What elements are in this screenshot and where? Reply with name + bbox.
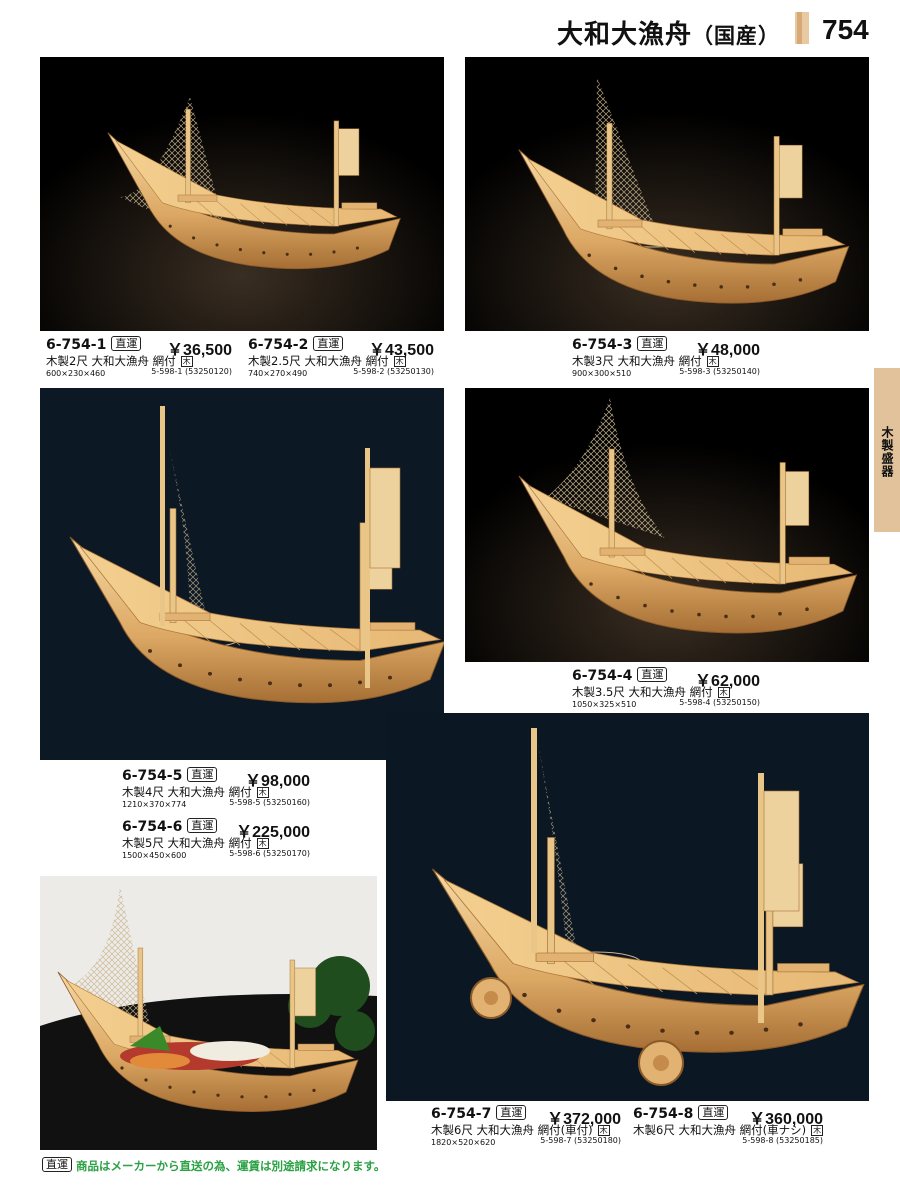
side-tab-label: 木製盛器 (880, 426, 894, 478)
item-code: 6-754-2 (248, 337, 309, 353)
item-ref: 5-598-3 (53250140) (679, 367, 760, 376)
page-number-bar-accent (797, 12, 802, 44)
direct-ship-badge: 直運 (187, 767, 218, 782)
material-badge: 木 (717, 687, 730, 698)
item-ref: 5-598-7 (53250180) (540, 1136, 621, 1145)
page-number: 754 (822, 14, 869, 45)
item-code: 6-754-6 (122, 819, 183, 835)
material-badge: 木 (706, 356, 719, 367)
item-name: 木製4尺 大和大漁舟 網付 (122, 785, 252, 799)
item-dims: 1500×450×600 (122, 851, 187, 860)
item-6-754-3: 6-754-3 直運 ￥48,000 木製3尺 大和大漁舟 網付木 900×300… (572, 336, 762, 380)
item-dims: 900×300×510 (572, 369, 632, 378)
title-subtitle: （国産） (692, 23, 780, 48)
item-price: ￥98,000 (245, 773, 310, 790)
item-price: ￥36,500 (167, 342, 232, 359)
item-6-754-5: 6-754-5 直運 ￥98,000 木製4尺 大和大漁舟 網付木 1210×37… (122, 767, 312, 811)
item-dims: 1820×520×620 (431, 1138, 496, 1147)
material-badge: 木 (393, 356, 406, 367)
item-code: 6-754-8 (633, 1106, 694, 1122)
item-price: ￥372,000 (547, 1111, 621, 1128)
item-dims: 600×230×460 (46, 369, 106, 378)
item-name: 木製6尺 大和大漁舟 網付(車ナシ) (633, 1123, 807, 1137)
item-code: 6-754-3 (572, 337, 633, 353)
item-ref: 5-598-4 (53250150) (679, 698, 760, 707)
item-price: ￥225,000 (236, 824, 310, 841)
item-code: 6-754-5 (122, 768, 183, 784)
material-badge: 木 (811, 1125, 824, 1136)
item-price: ￥48,000 (695, 342, 760, 359)
item-name: 木製3.5尺 大和大漁舟 網付 (572, 685, 713, 699)
direct-ship-badge: 直運 (313, 336, 344, 351)
item-6-754-2: 6-754-2 直運 ￥43,500 木製2.5尺 大和大漁舟 網付木 740×2… (248, 336, 438, 380)
item-name: 木製2尺 大和大漁舟 網付 (46, 354, 176, 368)
item-price: ￥360,000 (749, 1111, 823, 1128)
footer-text: 商品はメーカーから直送の為、運賃は別途請求になります。 (76, 1159, 386, 1173)
direct-ship-badge: 直運 (111, 336, 142, 351)
photo-boat-1 (40, 57, 444, 331)
material-badge: 木 (180, 356, 193, 367)
item-ref: 5-598-5 (53250160) (229, 798, 310, 807)
item-ref: 5-598-2 (53250130) (353, 367, 434, 376)
photo-boat-5 (40, 388, 444, 760)
item-name: 木製5尺 大和大漁舟 網付 (122, 836, 252, 850)
material-badge: 木 (256, 838, 269, 849)
direct-ship-badge: 直運 (496, 1105, 527, 1120)
photo-boat-serving (40, 876, 377, 1150)
photo-boat-7 (386, 713, 869, 1101)
title-main: 大和大漁舟 (556, 20, 692, 50)
item-ref: 5-598-8 (53250185) (742, 1136, 823, 1145)
direct-ship-badge: 直運 (42, 1157, 72, 1172)
item-ref: 5-598-1 (53250120) (151, 367, 232, 376)
item-price: ￥62,000 (695, 673, 760, 690)
item-dims: 1050×325×510 (572, 700, 637, 709)
photo-boat-4 (465, 388, 869, 662)
photo-boat-3 (465, 57, 869, 331)
item-name: 木製2.5尺 大和大漁舟 網付 (248, 354, 389, 368)
direct-ship-badge: 直運 (637, 667, 668, 682)
item-6-754-4: 6-754-4 直運 ￥62,000 木製3.5尺 大和大漁舟 網付木 1050×… (572, 667, 762, 711)
item-code: 6-754-1 (46, 337, 107, 353)
item-6-754-7: 6-754-7 直運 ￥372,000 木製6尺 大和大漁舟 網付(車付) 木 18… (431, 1105, 623, 1149)
item-6-754-6: 6-754-6 直運 ￥225,000 木製5尺 大和大漁舟 網付木 1500×4… (122, 818, 312, 862)
item-code: 6-754-4 (572, 668, 633, 684)
item-name: 木製6尺 大和大漁舟 網付(車付) (431, 1123, 593, 1137)
item-dims: 1210×370×774 (122, 800, 187, 809)
item-price: ￥43,500 (369, 342, 434, 359)
direct-ship-badge: 直運 (187, 818, 218, 833)
item-6-754-1: 6-754-1 直運 ￥36,500 木製2尺 大和大漁舟 網付木 600×230… (46, 336, 236, 380)
item-6-754-8: 6-754-8 直運 ￥360,000 木製6尺 大和大漁舟 網付(車ナシ) 木 5… (633, 1105, 825, 1149)
direct-ship-badge: 直運 (637, 336, 668, 351)
footer-note: 直運商品はメーカーから直送の為、運賃は別途請求になります。 (42, 1157, 385, 1174)
direct-ship-badge: 直運 (698, 1105, 729, 1120)
page-title: 大和大漁舟（国産） (557, 14, 780, 51)
item-dims: 740×270×490 (248, 369, 308, 378)
item-name: 木製3尺 大和大漁舟 網付 (572, 354, 702, 368)
item-code: 6-754-7 (431, 1106, 492, 1122)
item-ref: 5-598-6 (53250170) (229, 849, 310, 858)
side-tab: 木製盛器 (874, 368, 900, 532)
material-badge: 木 (256, 787, 269, 798)
material-badge: 木 (597, 1125, 610, 1136)
